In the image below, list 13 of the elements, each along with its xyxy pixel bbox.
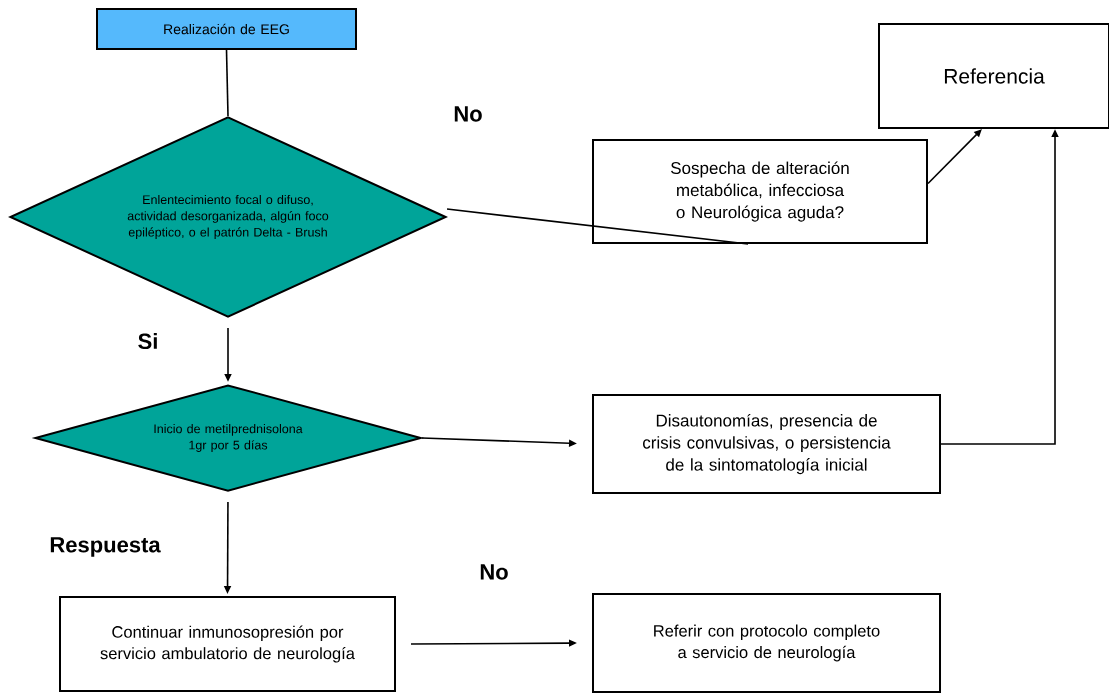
process-box: Referir con protocolo completo a servicio de neurología [592,593,941,693]
edge-label: No [454,106,482,122]
process-box: Disautonomías, presencia de crisis convulsivas, o persistencia de la sintomatología inicial [592,394,941,494]
edge-label: No [480,564,508,580]
process-box: Sospecha de alteración metabólica, infecciosa o Neurológica aguda? [592,139,928,244]
process-box: Referencia [878,23,1109,129]
edge-label: Si [138,332,157,350]
edge-label: Respuesta [50,537,161,557]
connector-line [446,208,749,245]
arrow [927,129,982,185]
process-box: Continuar inmunosopresión por servicio ambulatorio de neurología [59,596,396,692]
process-box: Realización de EEG [96,8,357,50]
connector-line [225,49,229,117]
